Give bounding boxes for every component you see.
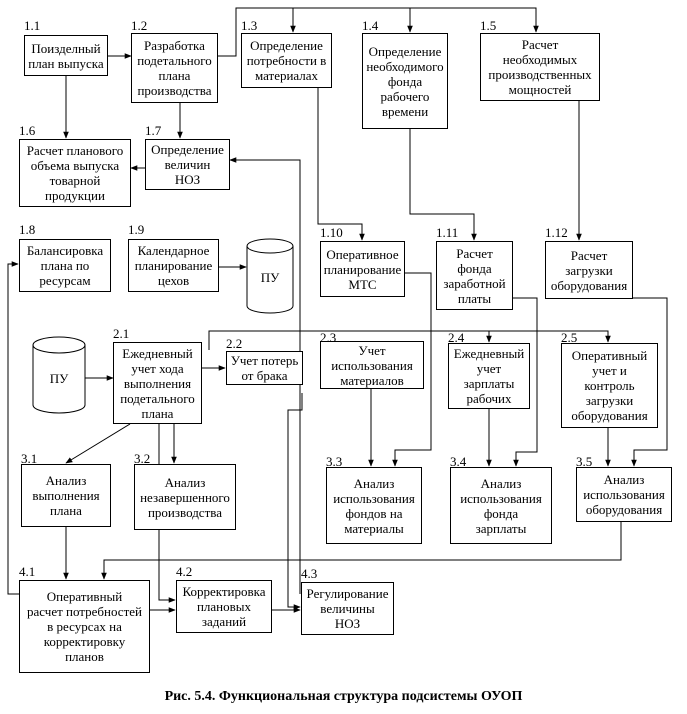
- block-text: Поизделный план выпуска: [28, 40, 104, 71]
- block-number: 1.7: [145, 123, 162, 138]
- block-text: Разработка подетального плана производст…: [137, 38, 212, 98]
- edge-bus-2_5: [489, 330, 611, 343]
- block-1-11: Расчет фонда заработной платы: [436, 241, 513, 310]
- edge-2_2-4_3: [287, 393, 303, 610]
- block-number: 1.9: [128, 222, 145, 237]
- block-1-12: Расчет загрузки оборудования: [545, 241, 633, 299]
- block-1-10: Оперативное планирование МТС: [320, 241, 405, 297]
- edge-bus-1_4: [293, 7, 413, 33]
- block-2-5: Оперативный учет и контроль загрузки обо…: [561, 343, 658, 428]
- block-text: Балансировка плана по ресурсам: [26, 243, 104, 288]
- block-1-6: Расчет планового объема выпуска товарной…: [19, 139, 131, 207]
- edge-1_3-1_10: [317, 88, 365, 241]
- block-number: 3.3: [326, 454, 343, 469]
- edge-2_1-2_4: [208, 330, 492, 350]
- block-text: Расчет фонда заработной платы: [443, 245, 506, 306]
- block-number: 1.10: [320, 225, 343, 240]
- block-2-2: Учет потерь от брака: [226, 351, 303, 385]
- edge-3_5-4_1: [101, 522, 622, 580]
- block-text: Оперативное планирование МТС: [323, 246, 402, 292]
- edge-4_1-1_8: [7, 261, 20, 595]
- block-number: 1.2: [131, 18, 148, 33]
- figure-caption: Рис. 5.4. Функциональная структура подси…: [164, 689, 523, 704]
- block-4-1: Оперативный расчет потребностей в ресурс…: [19, 580, 150, 673]
- block-number: 1.6: [19, 123, 36, 138]
- block-4-3: Регулирование величины НОЗ: [301, 582, 394, 635]
- block-3-2: Анализ незавершенного производства: [134, 464, 236, 530]
- edge-1_2-1_3: [218, 7, 296, 57]
- block-1-5: Расчет необходимых производственных мощн…: [480, 33, 600, 101]
- block-number: 4.2: [176, 564, 193, 579]
- block-2-1: Ежедневный учет хода выполнения подеталь…: [113, 342, 202, 424]
- storage-label-left: ПУ: [49, 371, 69, 386]
- block-3-3: Анализ использования фондов на материалы: [326, 467, 422, 544]
- block-1-2: Разработка подетального плана производст…: [131, 33, 218, 103]
- block-text: Расчет необходимых производственных мощн…: [488, 37, 592, 97]
- block-1-3: Определение потребности в материалах: [241, 33, 332, 88]
- block-4-2: Корректировка плановых заданий: [176, 580, 272, 633]
- block-text: Анализ использования фонда зарплаты: [460, 475, 542, 536]
- block-3-5: Анализ использования оборудования: [576, 467, 672, 522]
- block-number: 1.1: [24, 18, 41, 33]
- block-text: Определение потребности в материалах: [246, 38, 327, 83]
- block-number: 1.8: [19, 222, 36, 237]
- block-text: Анализ использования фондов на материалы: [333, 475, 415, 536]
- block-text: Оперативный учет и контроль загрузки обо…: [571, 348, 648, 423]
- block-text: Регулирование величины НОЗ: [306, 586, 389, 631]
- block-1-7: Определение величин НОЗ: [145, 139, 230, 190]
- block-number: 1.5: [480, 18, 497, 33]
- block-text: Расчет планового объема выпуска товарной…: [26, 143, 124, 203]
- block-text: Анализ использования оборудования: [583, 472, 665, 517]
- block-1-8: Балансировка плана по ресурсам: [19, 239, 111, 292]
- storage-label-top: ПУ: [260, 270, 280, 285]
- block-text: Учет использования материалов: [331, 342, 413, 388]
- block-text: Определение величин НОЗ: [151, 142, 224, 187]
- block-1-4: Определение необходимого фонда рабочего …: [362, 33, 448, 129]
- block-number: 1.12: [545, 225, 568, 240]
- block-number: 3.4: [450, 454, 467, 469]
- block-number: 3.5: [576, 454, 593, 469]
- block-text: Учет потерь от брака: [230, 353, 299, 383]
- block-number: 1.11: [436, 225, 459, 240]
- edge-4_3-1_7: [229, 157, 301, 594]
- block-text: Корректировка плановых заданий: [182, 584, 266, 629]
- block-text: Календарное планирование цехов: [134, 243, 213, 288]
- block-3-1: Анализ выполнения плана: [21, 464, 111, 527]
- block-1-1: Поизделный план выпуска: [24, 35, 108, 76]
- block-text: Ежедневный учет зарплаты рабочих: [453, 346, 525, 406]
- block-number: 1.3: [241, 18, 258, 33]
- block-text: Анализ незавершенного производства: [140, 474, 230, 520]
- block-text: Оперативный расчет потребностей в ресурс…: [27, 589, 142, 664]
- block-1-9: Календарное планирование цехов: [128, 239, 219, 292]
- block-2-3: Учет использования материалов: [320, 341, 424, 389]
- storage-cylinder-left: [32, 336, 86, 414]
- block-number: 3.1: [21, 451, 38, 466]
- edge-1_12-3_5: [631, 297, 668, 467]
- edge-1_10-3_3: [392, 272, 432, 467]
- block-number: 4.3: [301, 566, 318, 581]
- block-2-4: Ежедневный учет зарплаты рабочих: [448, 343, 530, 409]
- block-number: 2.1: [113, 326, 130, 341]
- block-text: Анализ выполнения плана: [32, 473, 100, 518]
- edge-bus-1_5: [410, 7, 539, 33]
- block-3-4: Анализ использования фонда зарплаты: [450, 467, 552, 544]
- block-text: Расчет загрузки оборудования: [550, 247, 628, 293]
- block-text: Определение необходимого фонда рабочего …: [366, 43, 444, 119]
- block-number: 3.2: [134, 451, 151, 466]
- edge-2_1-3_1: [65, 423, 131, 464]
- edge-1_11-3_4: [513, 297, 538, 467]
- edge-1_4-1_11: [409, 129, 477, 241]
- block-number: 4.1: [19, 564, 36, 579]
- block-text: Ежедневный учет хода выполнения подеталь…: [120, 345, 195, 421]
- block-number: 1.4: [362, 18, 379, 33]
- block-number: 2.2: [226, 336, 243, 351]
- block-number: 2.5: [561, 330, 578, 345]
- storage-cylinder-top: [246, 238, 294, 314]
- block-number: 2.4: [448, 330, 465, 345]
